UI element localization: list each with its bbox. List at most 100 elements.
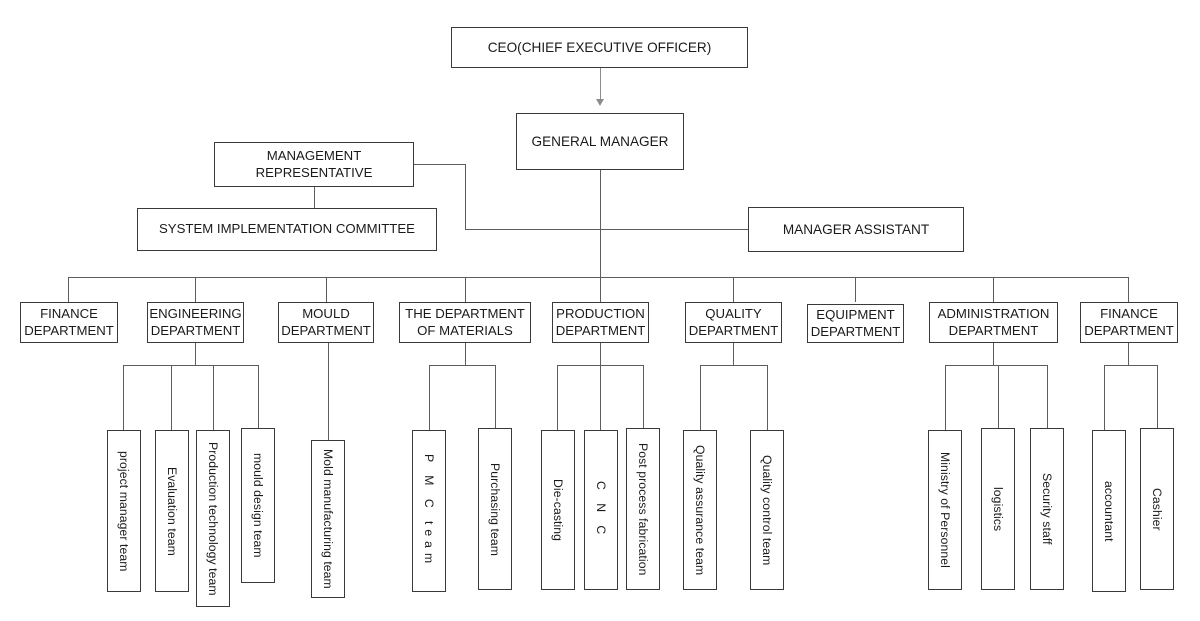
department-line2: DEPARTMENT (150, 322, 241, 338)
team-label: Mold manufacturing team (321, 449, 336, 589)
connector-mould-to-team-0 (328, 343, 329, 440)
team-label: Quality control team (760, 454, 775, 566)
connector-bus-to-engineering (195, 277, 196, 302)
connector-engineering-to-team-2 (213, 365, 214, 430)
team-label: Cashier (1150, 487, 1165, 531)
node-team-cnc[interactable]: C N C (584, 430, 618, 590)
department-line2: DEPARTMENT (281, 322, 371, 338)
node-department-engineering[interactable]: ENGINEERING DEPARTMENT (147, 302, 244, 343)
arrow-head-icon (596, 99, 604, 106)
department-line1: QUALITY (705, 305, 762, 321)
node-team-security-staff[interactable]: Security staff (1030, 428, 1064, 590)
connector-gm-spine (600, 170, 601, 277)
mgmt-rep-line1: MANAGEMENT (266, 147, 362, 163)
department-line1: FINANCE (40, 305, 98, 321)
node-ceo-label: CEO(CHIEF EXECUTIVE OFFICER) (487, 39, 712, 55)
node-department-equipment[interactable]: EQUIPMENT DEPARTMENT (807, 304, 904, 343)
node-general-manager[interactable]: GENERAL MANAGER (516, 113, 684, 170)
department-bus-line (68, 277, 1129, 278)
node-team-ministry-of-personnel[interactable]: Ministry of Personnel (928, 430, 962, 590)
team-bus-administration (945, 365, 1047, 366)
connector-quality-to-team-0 (700, 365, 701, 430)
node-team-quality-control[interactable]: Quality control team (750, 430, 784, 590)
node-system-implementation-committee-label: SYSTEM IMPLEMENTATION COMMITTEE (159, 221, 415, 237)
department-line2: DEPARTMENT (555, 322, 646, 338)
connector-production-to-team-1 (600, 365, 601, 430)
connector-finance-to-team-0 (1104, 365, 1105, 430)
connector-finance-to-team-1 (1157, 365, 1158, 428)
team-label: Quality assurance team (693, 444, 708, 576)
department-label: FINANCE DEPARTMENT (1084, 306, 1174, 340)
team-bus-materials (429, 365, 495, 366)
connector-mgmtrep-right (414, 164, 466, 165)
connector-bus-to-mould (326, 277, 327, 302)
connector-mgmtrep-drop (465, 164, 466, 229)
team-label: C N C (594, 480, 609, 540)
team-label: Purchasing team (488, 462, 503, 556)
node-department-mould[interactable]: MOULD DEPARTMENT (278, 302, 374, 343)
connector-production-to-team-0 (557, 365, 558, 430)
team-bus-quality (700, 365, 767, 366)
department-label: ADMINISTRATION DEPARTMENT (938, 306, 1050, 340)
node-department-administration[interactable]: ADMINISTRATION DEPARTMENT (929, 302, 1058, 343)
node-system-implementation-committee[interactable]: SYSTEM IMPLEMENTATION COMMITTEE (137, 208, 437, 251)
node-management-representative[interactable]: MANAGEMENT REPRESENTATIVE (214, 142, 414, 187)
department-line2: DEPARTMENT (688, 322, 779, 338)
team-label: P M C team (422, 453, 437, 569)
connector-quality-to-team-1 (767, 365, 768, 430)
node-team-quality-assurance[interactable]: Quality assurance team (683, 430, 717, 590)
node-team-mould-design[interactable]: mould design team (241, 428, 275, 583)
node-department-finance-2[interactable]: FINANCE DEPARTMENT (1080, 302, 1178, 343)
connector-administration-to-team-2 (1047, 365, 1048, 428)
node-department-finance-1[interactable]: FINANCE DEPARTMENT (20, 302, 118, 343)
node-team-evaluation[interactable]: Evaluation team (155, 430, 189, 592)
team-bus-engineering (123, 365, 258, 366)
department-line2: DEPARTMENT (1084, 322, 1174, 338)
connector-bus-to-quality (733, 277, 734, 302)
team-label: Security staff (1040, 473, 1055, 545)
team-label: Evaluation team (165, 466, 180, 556)
connector-bus-to-equipment (855, 277, 856, 302)
department-line1: ADMINISTRATION (937, 305, 1050, 321)
node-team-accountant[interactable]: accountant (1092, 430, 1126, 592)
department-label: THE DEPARTMENT OF MATERIALS (405, 306, 525, 340)
department-line1: PRODUCTION (556, 305, 645, 321)
team-label: Ministry of Personnel (938, 452, 953, 568)
connector-bus-to-materials (465, 277, 466, 302)
department-label: MOULD DEPARTMENT (281, 306, 371, 340)
connector-administration-drop (993, 343, 994, 365)
department-line1: THE DEPARTMENT (405, 305, 525, 321)
team-label: project manager team (117, 450, 132, 572)
connector-bus-to-administration (993, 277, 994, 302)
node-team-logistics[interactable]: logistics (981, 428, 1015, 590)
node-general-manager-label: GENERAL MANAGER (531, 133, 669, 149)
connector-administration-to-team-0 (945, 365, 946, 430)
department-line2: DEPARTMENT (948, 322, 1039, 338)
node-team-cashier[interactable]: Cashier (1140, 428, 1174, 590)
node-department-production[interactable]: PRODUCTION DEPARTMENT (552, 302, 649, 343)
node-department-materials[interactable]: THE DEPARTMENT OF MATERIALS (399, 302, 531, 343)
connector-ceo-to-gm (600, 68, 601, 101)
node-ceo[interactable]: CEO(CHIEF EXECUTIVE OFFICER) (451, 27, 748, 68)
node-manager-assistant-label: MANAGER ASSISTANT (782, 221, 930, 237)
node-team-project-manager[interactable]: project manager team (107, 430, 141, 592)
node-team-pmc[interactable]: P M C team (412, 430, 446, 592)
node-team-production-technology[interactable]: Production technology team (196, 430, 230, 607)
node-team-die-casting[interactable]: Die-casting (541, 430, 575, 590)
node-manager-assistant[interactable]: MANAGER ASSISTANT (748, 207, 964, 252)
department-label: FINANCE DEPARTMENT (24, 306, 114, 340)
connector-engineering-to-team-3 (258, 365, 259, 428)
team-label: mould design team (251, 453, 266, 558)
node-team-purchasing[interactable]: Purchasing team (478, 428, 512, 590)
connector-administration-to-team-1 (998, 365, 999, 428)
team-label: Die-casting (551, 478, 566, 542)
node-management-representative-label: MANAGEMENT REPRESENTATIVE (256, 148, 373, 182)
team-label: Production technology team (206, 441, 221, 596)
node-department-quality[interactable]: QUALITY DEPARTMENT (685, 302, 782, 343)
team-label: logistics (991, 486, 1006, 532)
connector-engineering-drop (195, 343, 196, 365)
connector-production-to-team-2 (643, 365, 644, 428)
node-team-mold-manufacturing[interactable]: Mold manufacturing team (311, 440, 345, 598)
node-team-post-process-fabrication[interactable]: Post process fabrication (626, 428, 660, 590)
team-bus-finance (1104, 365, 1157, 366)
